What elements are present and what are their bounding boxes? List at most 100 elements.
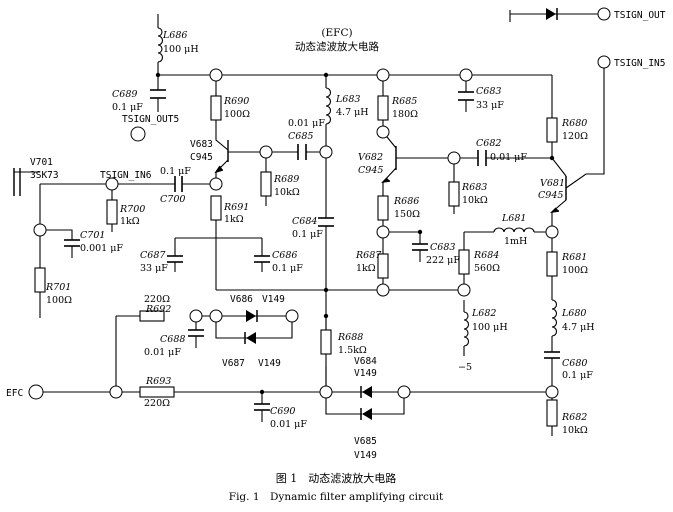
resistor-r687 [377,253,389,279]
label-efc: EFC [6,388,23,399]
inductor-l681 [493,227,535,233]
label-r680-value: 120Ω [562,131,588,142]
label-c682-value: 0.01 μF [490,152,527,163]
label-l683-name: L683 [335,94,360,105]
label-c686-name: C686 [272,250,297,261]
label-r700-value: 1kΩ [120,216,140,227]
resistor-r690 [210,95,222,121]
label-c687-value: 33 μF [140,263,168,274]
label-r685-name: R685 [391,96,417,107]
label-c690-value: 0.01 μF [270,419,307,430]
label-c684-name: C684 [292,216,317,227]
resistor-r688 [320,329,332,355]
label-c685-value: 0.01 μF [288,118,325,129]
label-r684-value: 560Ω [474,263,500,274]
label-l680-name: L680 [561,308,586,319]
label-c688-name: C688 [160,334,185,345]
transistor-v683 [214,140,229,174]
resistor-r680 [546,117,558,143]
label-r701-value: 100Ω [46,295,72,306]
label-tsign-in5: TSIGN_IN5 [614,58,665,69]
label-r690-value: 100Ω [224,109,250,120]
transistor-v701 [13,168,21,196]
label-c683-33-value: 33 μF [476,100,504,111]
resistor-r700 [106,199,118,225]
label-l681-name: L681 [501,213,526,224]
resistor-r691 [210,195,222,221]
label-minus5: −5 [458,362,472,373]
label-c701-name: C701 [80,230,105,241]
label-r692-name: R692 [145,304,171,315]
label-r693-name: R693 [145,376,171,387]
inductor-l683 [325,87,332,125]
label-v687-name: V687 [222,358,245,369]
label-v682-value: C945 [358,165,383,176]
capacitor-c685 [297,144,307,160]
label-r692-value: 220Ω [144,294,170,305]
label-l682-name: L682 [471,308,496,319]
label-tsign-out5: TSIGN_OUT5 [122,114,179,125]
capacitor-c682 [477,150,487,166]
inductor-l682 [463,311,470,347]
label-r700-name: R700 [119,204,145,215]
diode-v686 [246,310,258,322]
label-r691-name: R691 [223,202,249,213]
label-c690-name: C690 [270,406,295,417]
resistor-r681 [546,251,558,277]
transistor-v682 [381,146,397,183]
label-v685-value: V149 [354,450,377,461]
diodes [216,8,558,420]
label-v686-value: V149 [262,294,285,305]
label-r687-name: R687 [355,250,382,261]
label-c686-value: 0.1 μF [272,263,303,274]
resistor-r689 [260,171,272,197]
label-r687-value: 1kΩ [356,263,376,274]
capacitor-c700 [174,176,183,192]
inductor-l686 [157,27,164,63]
label-v687-value: V149 [258,358,281,369]
label-v681-value: C945 [538,190,563,201]
label-r685-value: 180Ω [392,109,418,120]
label-v684-name: V684 [354,356,377,367]
label-r686-value: 150Ω [394,209,420,220]
label-tsign-out: TSIGN_OUT [614,10,666,21]
label-c700-name: C700 [160,194,185,205]
diode-v684 [360,386,372,398]
capacitor-c684 [318,217,334,227]
figure-caption-zh: 图 1 动态滤波放大电路 [276,471,397,485]
inductor-l680 [551,299,558,337]
nodes [28,7,611,400]
label-r690-name: R690 [223,96,249,107]
label-c689-name: C689 [112,89,137,100]
diode-v685 [360,408,372,420]
resistor-r692 [139,310,165,322]
label-v686-name: V686 [230,294,253,305]
label-c683-33-name: C683 [476,86,501,97]
capacitor-c683-33uf [458,91,474,101]
label-c689-value: 0.1 μF [112,102,143,113]
diode-v687 [244,332,256,344]
resistor-r686 [377,195,389,221]
resistor-r682 [546,399,558,427]
label-c683-222-name: C683 [430,242,455,253]
resistor-r693 [139,386,175,398]
capacitor-c683-222uf [412,243,428,251]
label-v683-value: C945 [190,152,213,163]
label-v684-value: V149 [354,368,377,379]
label-r684-name: R684 [473,250,499,261]
label-r682-name: R682 [561,412,587,423]
label-c688-value: 0.01 μF [144,347,181,358]
label-r681-value: 100Ω [562,265,588,276]
resistor-r701 [34,267,46,293]
label-r688-name: R688 [337,332,363,343]
label-c682-name: C682 [476,138,501,149]
label-c683-222-value: 222 μF [426,255,460,266]
diode-tsign-out [546,8,558,20]
transistors [13,140,567,213]
resistor-r684 [458,249,470,275]
label-v681-name: V681 [540,178,565,189]
label-r701-name: R701 [45,282,71,293]
label-l686-value: 100 μH [163,44,199,55]
label-l683-value: 4.7 μH [336,107,369,118]
